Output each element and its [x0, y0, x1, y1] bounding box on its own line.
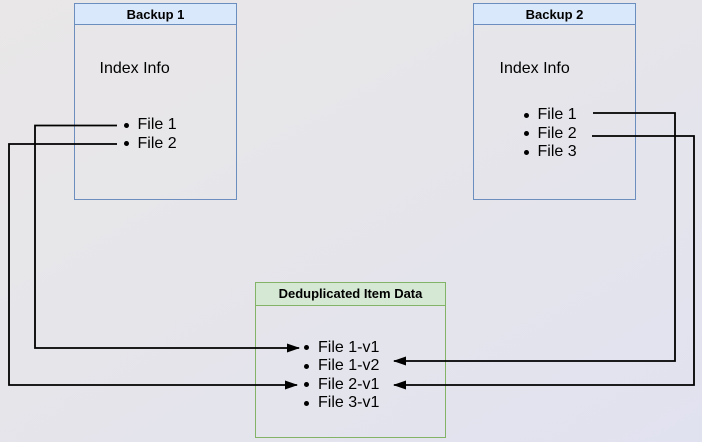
bullet-icon [123, 122, 129, 128]
list-item: File 1 [123, 116, 177, 135]
bullet-icon [304, 400, 309, 406]
list-item-label: File 1 [137, 116, 177, 133]
list-item-label: File 3-v1 [318, 394, 380, 411]
bullet-icon [304, 363, 309, 369]
backup2-box: Backup 2 Index Info File 1 File 2 File 3 [473, 3, 636, 200]
list-item: File 3-v1 [304, 394, 379, 413]
bullet-icon [523, 149, 529, 155]
list-item: File 2 [523, 124, 577, 143]
backup2-header: Backup 2 [474, 4, 635, 25]
bullet-icon [123, 141, 129, 146]
backup1-box: Backup 1 Index Info File 1 File 2 [74, 3, 237, 200]
dedup-title: Deduplicated Item Data [278, 286, 423, 301]
list-item-label: File 1 [537, 106, 577, 123]
list-item: File 2-v1 [304, 375, 379, 394]
list-item: File 2 [123, 134, 177, 153]
backup1-file-list: File 1 File 2 [123, 116, 177, 153]
list-item: File 1-v2 [304, 357, 379, 376]
dedup-header: Deduplicated Item Data [256, 282, 445, 306]
backup2-index-info-label: Index Info [499, 59, 570, 77]
list-item: File 1-v1 [304, 338, 379, 357]
bullet-icon [304, 382, 309, 387]
backup1-header: Backup 1 [75, 4, 236, 25]
list-item-label: File 2 [537, 124, 577, 142]
backup1-index-info-label: Index Info [99, 59, 170, 77]
backup2-title: Backup 2 [525, 6, 584, 22]
list-item-label: File 1-v2 [318, 357, 380, 374]
list-item: File 3 [523, 143, 577, 162]
list-item: File 1 [523, 106, 577, 125]
list-item-label: File 3 [537, 143, 577, 160]
bullet-icon [523, 131, 529, 136]
dedup-file-list: File 1-v1 File 1-v2 File 2-v1 File 3-v1 [304, 338, 379, 412]
list-item-label: File 2 [137, 134, 177, 152]
dedup-box: Deduplicated Item Data File 1-v1 File 1-… [255, 281, 446, 438]
backup1-title: Backup 1 [126, 6, 185, 22]
backup2-file-list: File 1 File 2 File 3 [523, 106, 577, 162]
list-item-label: File 2-v1 [318, 375, 380, 393]
bullet-icon [523, 112, 529, 118]
bullet-icon [304, 345, 309, 350]
list-item-label: File 1-v1 [318, 338, 380, 356]
